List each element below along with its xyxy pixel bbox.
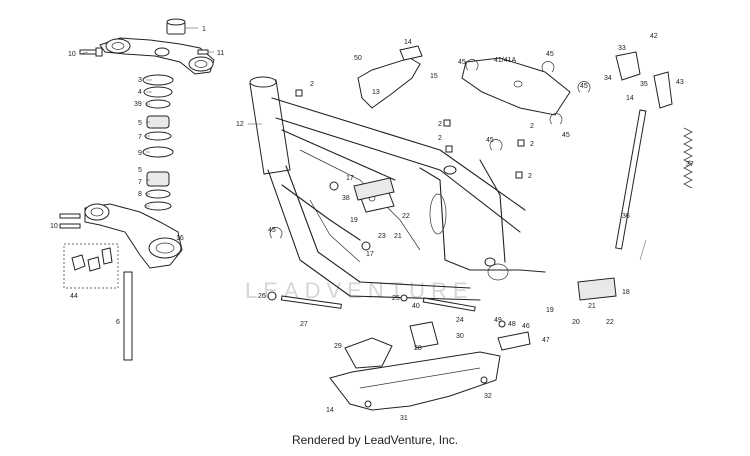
engine-mount-bracket[interactable] (357, 45, 423, 109)
callout-37: 37 (686, 161, 694, 168)
chain-slider[interactable] (409, 321, 439, 349)
footer-credit: Rendered by LeadVenture, Inc. (291, 433, 459, 447)
callout-18: 18 (622, 289, 630, 296)
callout-4: 4 (138, 89, 142, 96)
callout-8: 8 (138, 191, 142, 198)
callout-26: 26 (258, 293, 266, 300)
parts-kit-box[interactable] (63, 243, 119, 289)
callout-14a: 14 (404, 39, 412, 46)
callout-39: 39 (134, 101, 142, 108)
callout-1: 1 (202, 26, 206, 33)
callout-28: 28 (414, 345, 422, 352)
callout-25: 25 (392, 295, 400, 302)
leader-lines (79, 27, 691, 261)
callout-50: 50 (354, 55, 362, 62)
callout-5b: 5 (138, 167, 142, 174)
callout-45e: 45 (486, 137, 494, 144)
callout-9: 9 (138, 150, 142, 157)
lower-triple-clamp[interactable] (84, 203, 183, 269)
callout-43: 43 (676, 79, 684, 86)
chain-guide[interactable] (344, 337, 393, 369)
callout-45b: 45 (546, 51, 554, 58)
callout-5a: 5 (138, 120, 142, 127)
footpeg-left[interactable] (353, 177, 395, 201)
callout-44: 44 (70, 293, 78, 300)
top-nut[interactable] (166, 18, 186, 35)
callout-22a: 22 (402, 213, 410, 220)
steering-stem-shaft[interactable] (123, 271, 133, 361)
callout-22b: 22 (606, 319, 614, 326)
callout-47: 47 (542, 337, 550, 344)
main-frame[interactable] (249, 76, 546, 301)
callout-20: 20 (572, 319, 580, 326)
callout-45c: 45 (580, 83, 588, 90)
callout-2b: 2 (438, 121, 442, 128)
callout-2e: 2 (530, 141, 534, 148)
callout-21a: 21 (394, 233, 402, 240)
callout-45d: 45 (562, 132, 570, 139)
callout-2a: 2 (310, 81, 314, 88)
callout-24: 24 (456, 317, 464, 324)
callout-48: 48 (508, 321, 516, 328)
callout-21b: 21 (588, 303, 596, 310)
callout-46: 46 (522, 323, 530, 330)
callout-14c: 14 (626, 95, 634, 102)
stand-spring[interactable] (683, 127, 693, 189)
callout-33: 33 (618, 45, 626, 52)
clamp-bolt-left[interactable] (79, 47, 103, 57)
clip-fasteners[interactable] (267, 59, 591, 408)
stand-bracket[interactable] (615, 51, 673, 109)
callout-34: 34 (604, 75, 612, 82)
swingarm-bolt[interactable] (280, 295, 342, 309)
callout-13: 13 (372, 89, 380, 96)
callout-7a: 7 (138, 134, 142, 141)
callout-7b: 7 (138, 179, 142, 186)
callout-17a: 17 (346, 175, 354, 182)
callout-3: 3 (138, 77, 142, 84)
callout-40: 40 (412, 303, 420, 310)
callout-12: 12 (236, 121, 244, 128)
callout-2d: 2 (530, 123, 534, 130)
footpeg-right[interactable] (577, 277, 617, 301)
callout-41: 41/41A (494, 57, 517, 64)
callout-35: 35 (640, 81, 648, 88)
callout-17b: 17 (366, 251, 374, 258)
callout-29: 29 (334, 343, 342, 350)
callout-10: 10 (68, 51, 76, 58)
callout-38: 38 (342, 195, 350, 202)
skid-plate[interactable] (329, 351, 501, 411)
callout-36: 36 (622, 213, 630, 220)
fuel-tank-cover[interactable] (461, 57, 571, 116)
upper-triple-clamp[interactable] (99, 37, 215, 75)
callout-19b: 19 (546, 307, 554, 314)
callout-45a: 45 (458, 59, 466, 66)
callout-49: 49 (494, 317, 502, 324)
stem-stack[interactable] (142, 74, 174, 211)
callout-30: 30 (456, 333, 464, 340)
callout-6: 6 (116, 319, 120, 326)
clamp-bolt-right[interactable] (197, 49, 209, 55)
callout-10b: 10 (50, 223, 58, 230)
side-stand[interactable] (615, 109, 647, 250)
callout-31: 31 (400, 415, 408, 422)
pedal-bracket[interactable] (497, 331, 531, 351)
lower-clamp-bolts[interactable] (59, 213, 81, 229)
callout-2f: 2 (528, 173, 532, 180)
rear-axle-bolt[interactable] (422, 297, 476, 312)
callout-14b: 14 (326, 407, 334, 414)
callout-16: 16 (176, 235, 184, 242)
callout-15: 15 (430, 73, 438, 80)
callout-11: 11 (217, 50, 224, 57)
callout-45f: 45 (268, 227, 276, 234)
callout-19a: 19 (350, 217, 358, 224)
callout-labels: 1 10 11 3 4 39 5 7 9 5 7 8 10 16 44 6 12… (50, 26, 694, 422)
callout-32: 32 (484, 393, 492, 400)
callout-23: 23 (378, 233, 386, 240)
callout-27: 27 (300, 321, 308, 328)
callout-42: 42 (650, 33, 658, 40)
callout-2c: 2 (438, 135, 442, 142)
